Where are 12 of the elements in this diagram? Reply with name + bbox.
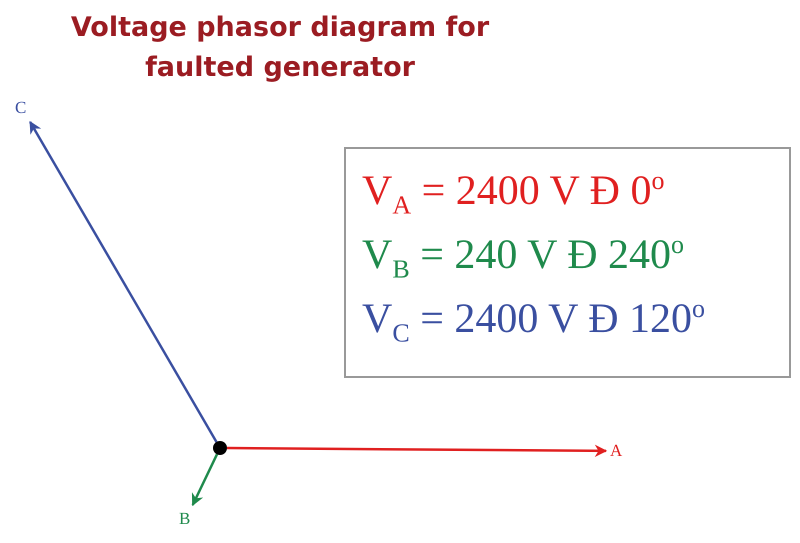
phasor-arrow — [192, 454, 218, 506]
phasor-arrow — [29, 120, 218, 443]
phasor-label: B — [179, 509, 193, 529]
phasor-equation: V$_{C}$ = 2400 V Đ 120$^{o}$ — [362, 293, 706, 350]
phasor-arrow — [227, 444, 608, 458]
equation-box — [344, 147, 791, 378]
phasor-label: C — [15, 98, 29, 118]
origin-dot — [213, 441, 227, 455]
phasor-label: A — [610, 441, 624, 461]
diagram-title: Voltage phasor diagram for faulted generator — [70, 11, 490, 85]
phasor-equation: V$_{B}$ = 240 V Đ 240$^{o}$ — [362, 229, 686, 286]
phasor-equation: V$_{A}$ = 2400 V Đ 0$^{o}$ — [362, 165, 666, 222]
